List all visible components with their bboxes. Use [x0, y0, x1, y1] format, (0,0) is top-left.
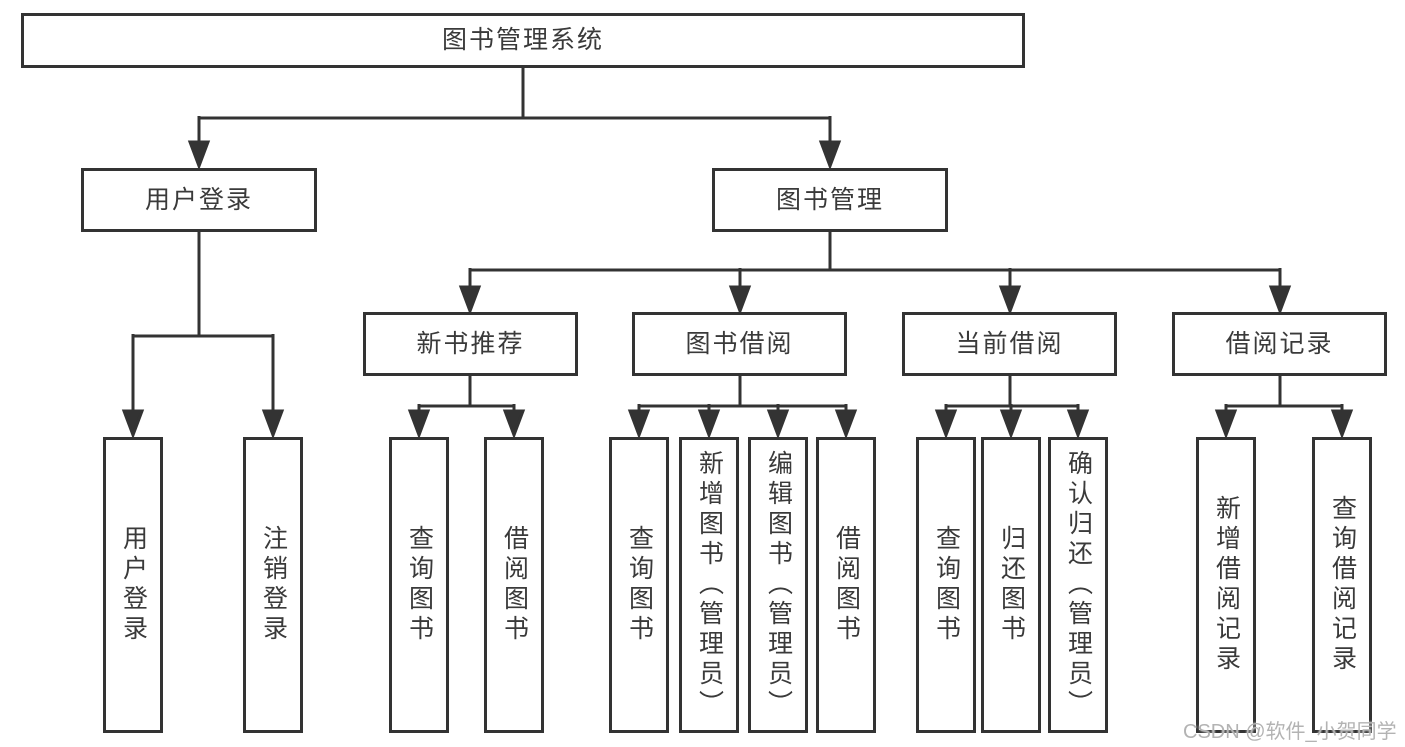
leaf-borrow-book-2: 借阅图书	[816, 437, 876, 733]
connector-root-to-level1	[187, 68, 842, 171]
node-user-login-label: 用户登录	[144, 185, 253, 214]
node-user-login: 用户登录	[81, 168, 317, 232]
connector-bookmgmt-to-level2	[458, 232, 1292, 316]
leaf-borrow-book-2-label: 借阅图书	[832, 525, 861, 645]
node-new-book-recommend-label: 新书推荐	[416, 329, 525, 358]
connector-newbookrec-to-leaves	[407, 376, 526, 440]
node-book-management-label: 图书管理	[775, 185, 884, 214]
connector-currentborrow-to-leaves	[934, 376, 1090, 440]
leaf-add-book-admin: 新增图书（管理员）	[679, 437, 739, 733]
node-borrow-record: 借阅记录	[1172, 312, 1387, 376]
leaf-query-book-2-label: 查询图书	[625, 525, 654, 645]
leaf-edit-book-admin-label: 编辑图书（管理员）	[764, 450, 793, 720]
leaf-logout: 注销登录	[243, 437, 303, 733]
leaf-return-book-label: 归还图书	[997, 525, 1026, 645]
leaf-query-borrow-record: 查询借阅记录	[1312, 437, 1372, 733]
leaf-add-borrow-record: 新增借阅记录	[1196, 437, 1256, 733]
connector-userlogin-to-leaves	[121, 232, 285, 440]
leaf-confirm-return-admin-label: 确认归还（管理员）	[1064, 450, 1093, 720]
leaf-confirm-return-admin: 确认归还（管理员）	[1048, 437, 1108, 733]
node-root: 图书管理系统	[21, 13, 1025, 68]
node-borrow-record-label: 借阅记录	[1225, 329, 1334, 358]
leaf-return-book: 归还图书	[981, 437, 1041, 733]
connector-bookborrow-to-leaves	[627, 376, 858, 440]
leaf-add-borrow-record-label: 新增借阅记录	[1212, 495, 1241, 675]
node-book-management: 图书管理	[712, 168, 948, 232]
leaf-query-book-2: 查询图书	[609, 437, 669, 733]
connector-borrowrecord-to-leaves	[1214, 376, 1354, 440]
leaf-user-login-label: 用户登录	[119, 525, 148, 645]
leaf-query-book-1: 查询图书	[389, 437, 449, 733]
leaf-logout-label: 注销登录	[259, 525, 288, 645]
leaf-add-book-admin-label: 新增图书（管理员）	[695, 450, 724, 720]
leaf-query-borrow-record-label: 查询借阅记录	[1328, 495, 1357, 675]
leaf-query-book-3-label: 查询图书	[932, 525, 961, 645]
leaf-user-login: 用户登录	[103, 437, 163, 733]
leaf-borrow-book-1: 借阅图书	[484, 437, 544, 733]
node-book-borrow-label: 图书借阅	[685, 329, 794, 358]
leaf-edit-book-admin: 编辑图书（管理员）	[748, 437, 808, 733]
node-current-borrow-label: 当前借阅	[955, 329, 1064, 358]
leaf-query-book-1-label: 查询图书	[405, 525, 434, 645]
node-new-book-recommend: 新书推荐	[363, 312, 578, 376]
leaf-borrow-book-1-label: 借阅图书	[500, 525, 529, 645]
csdn-watermark: CSDN @软件_小贺同学	[1183, 721, 1397, 743]
node-current-borrow: 当前借阅	[902, 312, 1117, 376]
node-root-label: 图书管理系统	[441, 26, 604, 54]
leaf-query-book-3: 查询图书	[916, 437, 976, 733]
node-book-borrow: 图书借阅	[632, 312, 847, 376]
